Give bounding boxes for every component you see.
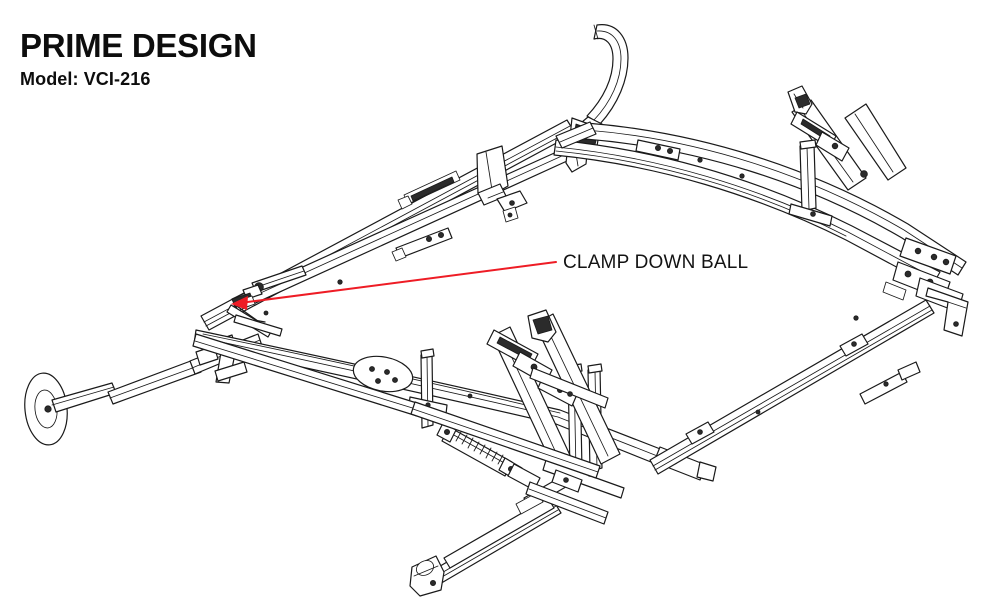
callout-leader-clamp-down-ball (231, 261, 557, 310)
oval-mount-plate (352, 355, 414, 393)
rail-apex-joint (555, 121, 597, 149)
roller-wheel-assembly (24, 372, 117, 446)
curved-grab-handle (586, 24, 629, 125)
inner-side-rail-left (231, 144, 579, 312)
lift-linkage-front (486, 309, 625, 499)
bracket-lower-right-rail (685, 333, 869, 445)
rail-end-stub-right (859, 361, 921, 405)
lower-cross-tube (525, 469, 609, 525)
model-label: Model: VCI-216 (20, 69, 151, 89)
slide-channel-left (397, 170, 461, 210)
lift-linkage-rear (787, 85, 907, 227)
bracket-mid-left-rail (391, 227, 453, 262)
ladder-stop-left-lower (496, 190, 528, 223)
mount-foot-right (882, 237, 969, 337)
lower-side-rail-left (192, 333, 601, 479)
title-block: PRIME DESIGN Model: VCI-216 (20, 28, 257, 90)
brand-title: PRIME DESIGN (20, 27, 257, 64)
brace-left (226, 304, 283, 338)
bracket-upper-right (635, 139, 681, 161)
callout-label-clamp-down-ball: CLAMP DOWN BALL (563, 252, 749, 273)
ladder-stop-left (476, 145, 509, 206)
upper-side-rail-right (584, 122, 967, 276)
fastener-set (263, 157, 859, 415)
